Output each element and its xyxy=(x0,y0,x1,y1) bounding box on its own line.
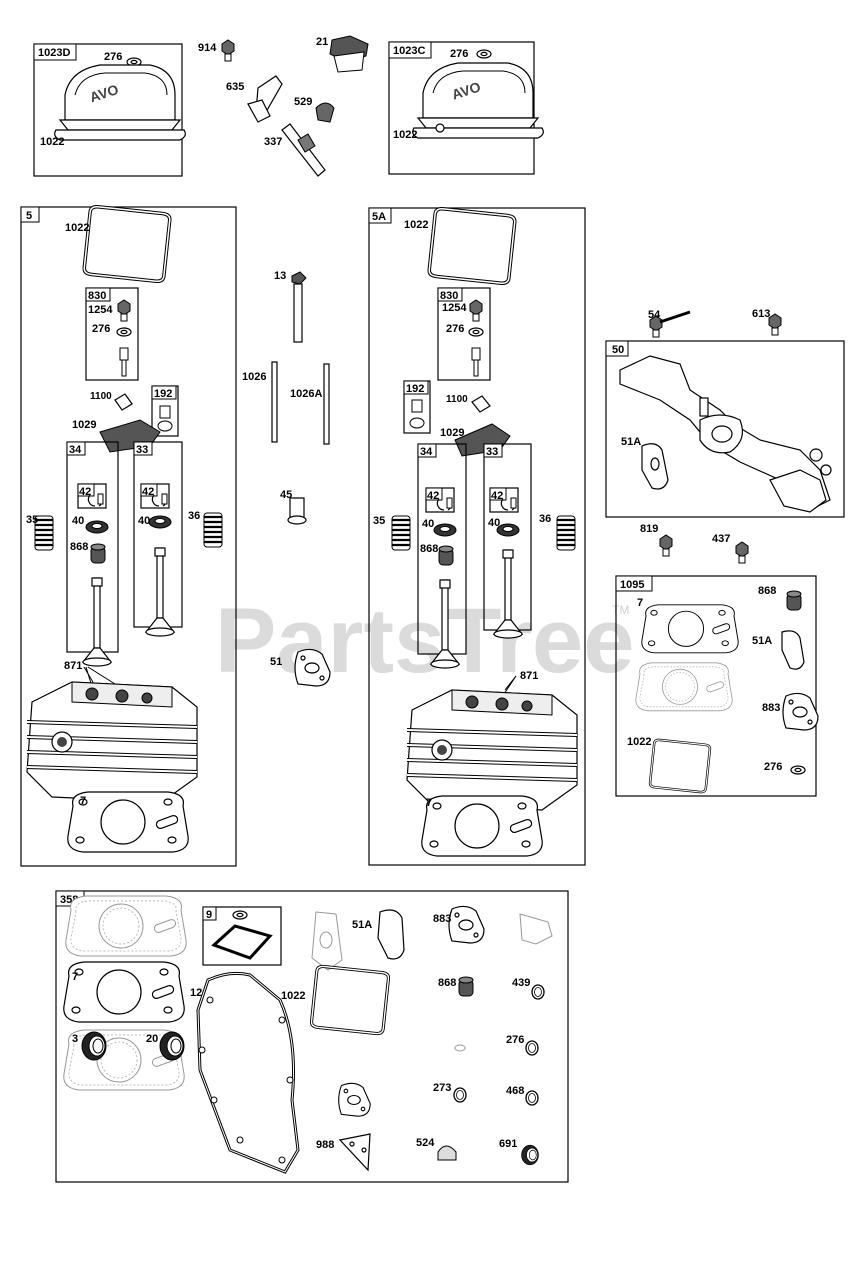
label-1029: 1029 xyxy=(72,419,96,431)
label-883: 883 xyxy=(433,913,451,925)
kit-1095[interactable]: 1095 xyxy=(615,575,819,797)
tag-1023d: 1023D xyxy=(38,47,70,59)
label-868: 868 xyxy=(420,543,438,555)
label-1022: 1022 xyxy=(40,136,64,148)
assembly-5[interactable]: 5 830 192 34 42 33 42 xyxy=(20,204,237,867)
label-1022: 1022 xyxy=(65,222,89,234)
label-1022: 1022 xyxy=(627,736,651,748)
label-35: 35 xyxy=(26,514,38,526)
tag-42c: 42 xyxy=(427,490,439,502)
label-51a: 51A xyxy=(352,919,372,931)
label-819: 819 xyxy=(640,523,658,535)
label-691: 691 xyxy=(499,1138,517,1150)
tag-33a: 33 xyxy=(486,446,498,458)
label-45: 45 xyxy=(280,489,292,501)
kit-1023d[interactable]: 1023D AVO xyxy=(33,43,186,177)
label-871: 871 xyxy=(64,660,82,672)
pushrods-and-guide[interactable] xyxy=(271,271,331,687)
tag-192: 192 xyxy=(154,388,172,400)
tag-192a: 192 xyxy=(406,383,424,395)
label-40: 40 xyxy=(138,515,150,527)
label-276: 276 xyxy=(92,323,110,335)
label-54: 54 xyxy=(648,309,661,321)
label-276: 276 xyxy=(446,323,464,335)
label-988: 988 xyxy=(316,1139,334,1151)
tag-5: 5 xyxy=(26,210,32,222)
label-1022: 1022 xyxy=(404,219,428,231)
label-868: 868 xyxy=(758,585,776,597)
label-529: 529 xyxy=(294,96,312,108)
label-20: 20 xyxy=(146,1033,158,1045)
label-3: 3 xyxy=(72,1033,78,1045)
label-1022: 1022 xyxy=(281,990,305,1002)
label-40: 40 xyxy=(488,517,500,529)
spark-plug-parts[interactable] xyxy=(221,35,369,177)
label-51a: 51A xyxy=(752,635,772,647)
tag-42b: 42 xyxy=(142,486,154,498)
tag-34: 34 xyxy=(69,444,82,456)
tag-9: 9 xyxy=(206,909,212,921)
tag-42d: 42 xyxy=(491,490,503,502)
label-276: 276 xyxy=(764,761,782,773)
label-51: 51 xyxy=(270,656,282,668)
label-7: 7 xyxy=(80,795,86,807)
label-1022: 1022 xyxy=(393,129,417,141)
label-1254: 1254 xyxy=(88,304,113,316)
tag-5a: 5A xyxy=(372,211,386,223)
label-7: 7 xyxy=(72,971,78,983)
label-635: 635 xyxy=(226,81,244,93)
watermark-text: PartsTree xyxy=(215,590,634,692)
intake-manifold-50[interactable]: 50 xyxy=(605,340,845,518)
tag-1023c: 1023C xyxy=(393,45,425,57)
label-437: 437 xyxy=(712,533,730,545)
watermark-trademark: TM xyxy=(612,603,629,617)
label-439: 439 xyxy=(512,977,530,989)
manifold-fasteners[interactable] xyxy=(649,310,782,338)
label-914: 914 xyxy=(198,42,217,54)
part-labels: 276 1022 914 21 635 529 337 276 1022 102… xyxy=(26,36,782,1151)
tag-1095: 1095 xyxy=(620,579,644,591)
label-1026: 1026 xyxy=(242,371,266,383)
manifold-bolts[interactable] xyxy=(659,534,749,564)
label-524: 524 xyxy=(416,1137,435,1149)
label-1029: 1029 xyxy=(440,427,464,439)
label-7: 7 xyxy=(426,797,432,809)
assembly-5a[interactable]: 5A 830 192 34 42 33 42 xyxy=(368,206,586,866)
label-273: 273 xyxy=(433,1082,451,1094)
kit-1023c[interactable]: 1023C AVO xyxy=(388,41,544,175)
tag-50: 50 xyxy=(612,344,624,356)
label-868: 868 xyxy=(70,541,88,553)
gasket-set-358[interactable]: 358 9 xyxy=(55,890,569,1183)
label-468: 468 xyxy=(506,1085,524,1097)
label-35: 35 xyxy=(373,515,385,527)
tag-33: 33 xyxy=(136,444,148,456)
label-12: 12 xyxy=(190,987,202,999)
label-1100: 1100 xyxy=(90,391,112,402)
label-613: 613 xyxy=(752,308,770,320)
label-51a: 51A xyxy=(621,436,641,448)
label-36: 36 xyxy=(539,513,551,525)
label-36: 36 xyxy=(188,510,200,522)
label-1254: 1254 xyxy=(442,302,467,314)
label-1100: 1100 xyxy=(446,394,468,405)
label-276: 276 xyxy=(104,51,122,63)
label-276: 276 xyxy=(450,48,468,60)
label-1026a: 1026A xyxy=(290,388,322,400)
label-883: 883 xyxy=(762,702,780,714)
label-337: 337 xyxy=(264,136,282,148)
tag-34a: 34 xyxy=(420,446,433,458)
tag-42a: 42 xyxy=(79,486,91,498)
label-13: 13 xyxy=(274,270,286,282)
label-40: 40 xyxy=(422,518,434,530)
tag-830a: 830 xyxy=(440,290,458,302)
label-21: 21 xyxy=(316,36,328,48)
label-276: 276 xyxy=(506,1034,524,1046)
label-868: 868 xyxy=(438,977,456,989)
label-7: 7 xyxy=(637,597,643,609)
label-40: 40 xyxy=(72,515,84,527)
label-871: 871 xyxy=(520,670,538,682)
tag-830: 830 xyxy=(88,290,106,302)
